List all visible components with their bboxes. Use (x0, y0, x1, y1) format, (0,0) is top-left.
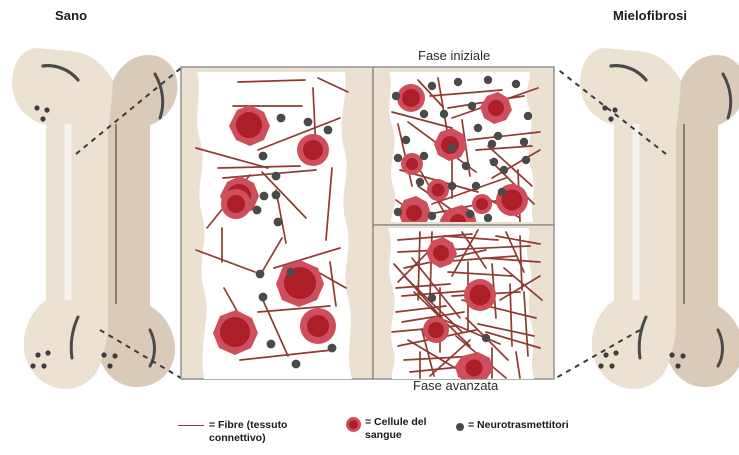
bone-mark-right-top (609, 64, 648, 82)
legend-label-neurotrasmettitori: = Neurotrasmettitori (468, 419, 569, 431)
blood-cell (300, 308, 336, 344)
blood-cell (398, 196, 431, 222)
bone-shadow-right (669, 54, 739, 388)
title-healthy: Sano (55, 8, 88, 23)
bone-healthy (12, 48, 178, 390)
bone-myelofibrosis (580, 48, 739, 390)
connector-right-top (555, 67, 667, 155)
legend-label-fibre: = Fibre (tessuto connettivo) (209, 419, 288, 444)
label-fase-avanzata: Fase avanzata (413, 378, 499, 393)
panel-early-content (389, 72, 541, 222)
bone-mark-left-top2 (153, 72, 165, 120)
legend-label-cellule: = Cellule del sangue (365, 416, 427, 441)
neurotransmitters-early (391, 75, 533, 222)
blood-cell (423, 317, 449, 343)
blood-cell (440, 205, 477, 222)
blood-cell (297, 134, 329, 166)
title-myelofibrosis: Mielofibrosi (613, 8, 688, 23)
bone-pores-left (30, 105, 118, 369)
legend-item-neurotrasmettitori: = Neurotrasmettitori (456, 419, 616, 432)
neurotransmitter-dot-icon (456, 423, 464, 431)
bone-mark-left-bot2 (148, 328, 156, 368)
neurotransmitters-healthy (252, 113, 337, 369)
bone-mark-left-top (41, 64, 80, 82)
blood-cell (229, 105, 270, 146)
blood-cell (455, 352, 493, 379)
legend-item-fibre: = Fibre (tessuto connettivo) (178, 419, 298, 445)
blood-cell (472, 194, 492, 214)
connector-lines (75, 67, 667, 379)
blood-cell (397, 84, 425, 112)
fiber-line-icon (178, 425, 204, 426)
bone-pores-right (598, 105, 686, 369)
label-fase-iniziale: Fase iniziale (418, 48, 491, 63)
bone-shadow-left (101, 54, 178, 388)
connector-right-bottom (555, 329, 641, 379)
bone-mark-left-bot (69, 315, 80, 360)
blood-cell (401, 153, 423, 175)
bone-mark-right-bot2 (716, 328, 724, 368)
blood-cells-advanced (423, 237, 496, 379)
blood-cells-early (397, 84, 528, 222)
legend: = Fibre (tessuto connettivo) = Cellule d… (178, 413, 608, 455)
blood-cell (426, 237, 457, 268)
panel-healthy-content (195, 72, 352, 379)
connector-left-top (75, 67, 182, 155)
blood-cell (464, 279, 496, 311)
blood-cell (480, 92, 512, 124)
legend-item-cellule: = Cellule del sangue (346, 416, 451, 442)
bone-mark-right-bot (637, 315, 648, 360)
blood-cell-icon (346, 417, 361, 432)
blood-cell (221, 189, 251, 219)
neurotransmitters-advanced (427, 293, 491, 343)
bone-mark-right-top2 (721, 72, 733, 120)
blood-cell (213, 310, 258, 355)
panel-advanced-content (388, 228, 543, 379)
blood-cell (427, 179, 449, 201)
